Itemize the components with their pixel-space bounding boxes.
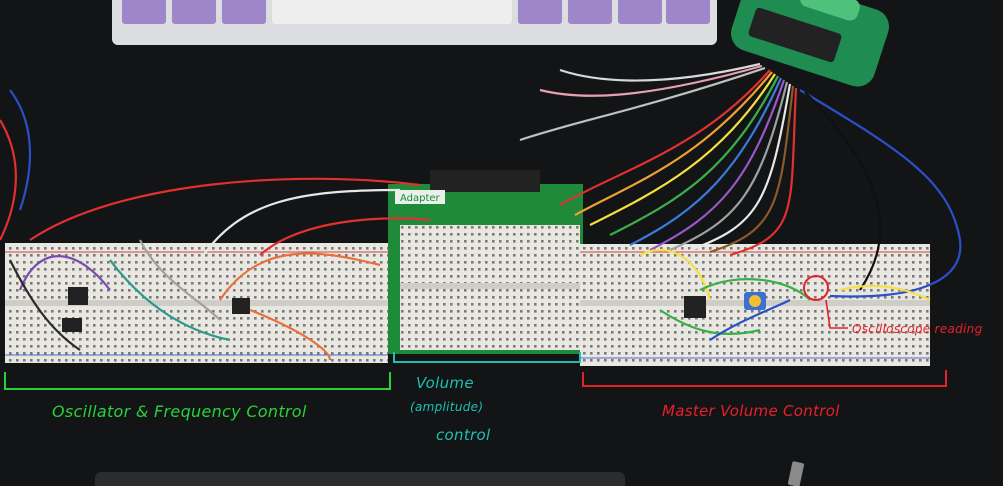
breadboard-right	[580, 244, 930, 366]
oscillator-bracket	[4, 372, 391, 390]
oscillator-label: Oscillator & Frequency Control	[52, 402, 307, 421]
adapter-label: Adapter	[400, 193, 441, 204]
volume-label-line2: (amplitude)	[410, 400, 484, 414]
logic-analyzer	[730, 0, 890, 87]
volume-label-line1: Volume	[416, 374, 474, 392]
master-bracket	[582, 370, 947, 387]
scope-label: Oscilloscope reading	[852, 322, 983, 336]
scope-circle	[803, 275, 829, 301]
volume-label-line3: control	[436, 426, 491, 444]
jumper-wires	[0, 89, 931, 361]
keyboard	[112, 0, 717, 45]
laptop-edge	[95, 472, 625, 486]
scope-arrow	[825, 299, 848, 329]
volume-bracket	[393, 352, 581, 363]
master-label: Master Volume Control	[662, 402, 840, 420]
breadboard-left	[5, 243, 388, 363]
breadboard-middle	[400, 225, 580, 350]
small-tool	[788, 461, 804, 486]
wire-bundle	[519, 62, 962, 298]
